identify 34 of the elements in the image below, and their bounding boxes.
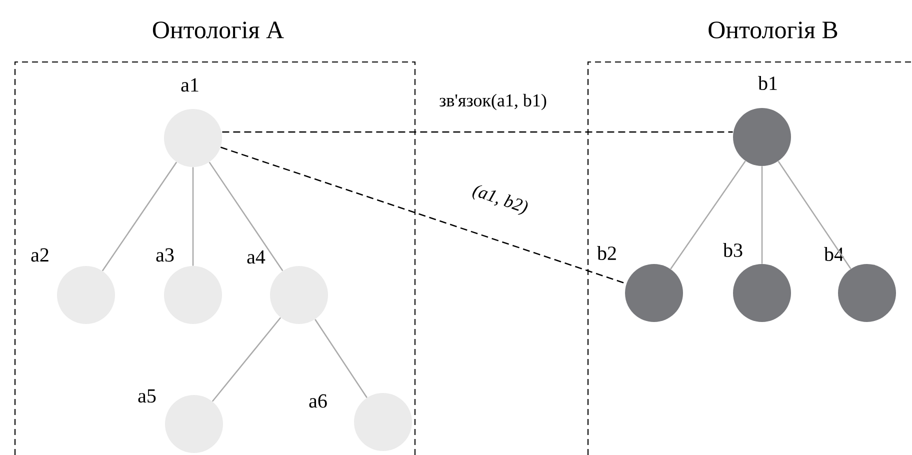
tree-branch — [102, 162, 178, 272]
tree-branch — [670, 160, 746, 270]
edge-label: зв'язок(a1, b1) — [438, 92, 548, 112]
node-label: a6 — [309, 394, 327, 408]
node-label: a3 — [156, 248, 174, 262]
tree-node-circle — [270, 266, 328, 324]
edge-label: (a1, b2) — [469, 182, 531, 218]
tree-branch — [212, 317, 282, 402]
tree-node-circle — [165, 395, 223, 453]
node-label: b1 — [758, 76, 777, 90]
node-label: a1 — [181, 78, 198, 92]
node-label: a4 — [247, 250, 266, 264]
dashed-link — [222, 131, 733, 133]
tree-branch — [778, 160, 852, 270]
tree-node-circle — [625, 264, 683, 322]
node-label: a2 — [31, 248, 48, 262]
tree-node-circle — [164, 266, 222, 324]
tree-node-circle — [57, 266, 115, 324]
frame-heading: Онтологія B — [708, 22, 838, 38]
node-label: b2 — [597, 246, 616, 260]
tree-branch — [208, 162, 284, 272]
tree-node-circle — [733, 108, 791, 166]
ontology-frame — [14, 22, 416, 455]
node-label: b3 — [723, 242, 742, 258]
tree-branch — [314, 319, 368, 398]
tree-branch — [192, 167, 194, 266]
ontology-frame — [587, 22, 912, 455]
node-label: a5 — [138, 389, 156, 403]
tree-node-circle — [838, 264, 896, 322]
tree-branch — [761, 166, 763, 264]
tree-node-circle — [733, 264, 791, 322]
frame-heading: Онтологія A — [152, 22, 284, 38]
tree-node-circle — [164, 109, 222, 167]
tree-node-circle — [354, 393, 412, 451]
